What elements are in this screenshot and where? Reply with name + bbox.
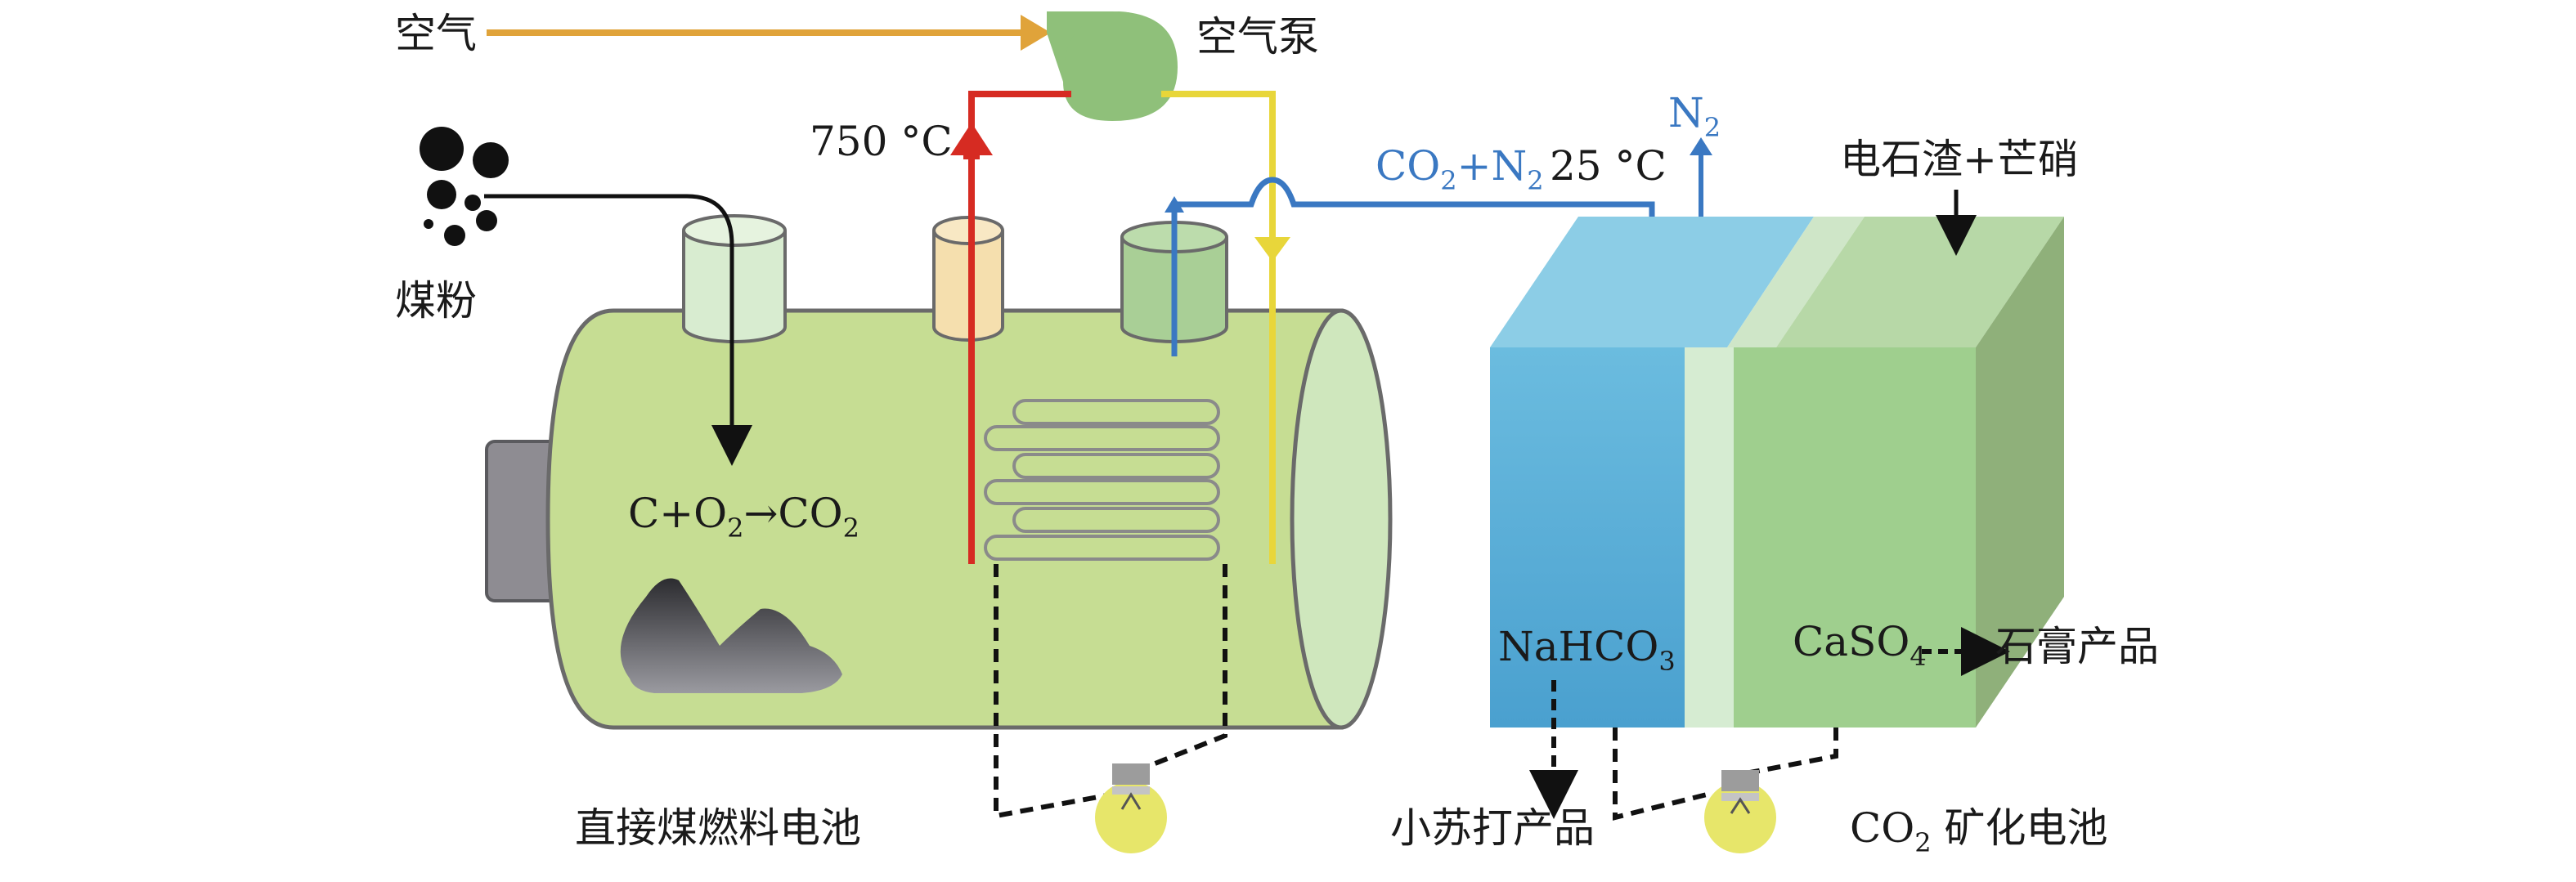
mineral-top-blue bbox=[1490, 217, 1814, 347]
fuel-cell-name-label: 直接煤燃料电池 bbox=[575, 804, 861, 852]
hot-temp-label: 750 °C bbox=[810, 118, 953, 165]
port-left bbox=[682, 214, 787, 343]
cool-temp-label: 25 °C bbox=[1550, 142, 1667, 190]
fuel-cell-end-cap bbox=[1290, 308, 1393, 730]
light-bulb-icon bbox=[1704, 770, 1776, 853]
direct-coal-fuel-cell bbox=[485, 94, 1393, 730]
coal-powder-icon bbox=[420, 127, 509, 246]
air-label: 空气 bbox=[395, 10, 477, 57]
hot-manifold-rungs bbox=[972, 381, 1272, 554]
mineral-top-green bbox=[1776, 217, 2064, 347]
hot-pipe-arrow-stem bbox=[963, 139, 980, 159]
caso4-label: CaSO4 bbox=[1793, 618, 1927, 672]
n2-label: N2 bbox=[1668, 89, 1721, 143]
gas-pipe-up-arrow bbox=[1165, 196, 1184, 213]
mineral-cell-circuit-right bbox=[1749, 728, 1838, 775]
gypsum-product-label: 石膏产品 bbox=[1995, 623, 2159, 670]
fuel-cell-circuit-right bbox=[1151, 564, 1227, 767]
air-pump-icon bbox=[1047, 11, 1178, 121]
feed-label: 电石渣+芒硝 bbox=[1840, 136, 2079, 183]
reaction-label: C+O2→CO2 bbox=[628, 490, 859, 544]
coal-feed-line bbox=[484, 194, 752, 466]
gas-pipe bbox=[1171, 177, 1655, 356]
mineral-side-dark bbox=[1976, 217, 2064, 728]
air-arrow-head bbox=[1021, 15, 1051, 51]
mineral-front-light bbox=[1685, 347, 1734, 728]
coal-powder-label: 煤粉 bbox=[395, 277, 477, 325]
soda-product-label: 小苏打产品 bbox=[1390, 804, 1595, 852]
mineral-cell-circuit bbox=[1613, 728, 1714, 821]
nahco3-label: NaHCO3 bbox=[1498, 623, 1676, 677]
n2-vent-arrow bbox=[1690, 137, 1712, 155]
mineral-cell-name-label: CO2 矿化电池 bbox=[1850, 804, 2108, 858]
air-pump-label: 空气泵 bbox=[1196, 13, 1319, 60]
mineral-top-light bbox=[1727, 217, 1865, 347]
light-bulb-icon bbox=[1095, 763, 1167, 853]
coal-pile-icon bbox=[620, 578, 842, 693]
co2-mineralization-cell bbox=[1490, 217, 2064, 728]
mineral-front-green bbox=[1734, 347, 1976, 728]
return-pipe-top bbox=[1161, 91, 1276, 237]
co2-n2-label: CO2+N2 bbox=[1376, 142, 1544, 196]
return-pipe-arrow bbox=[1254, 237, 1290, 262]
